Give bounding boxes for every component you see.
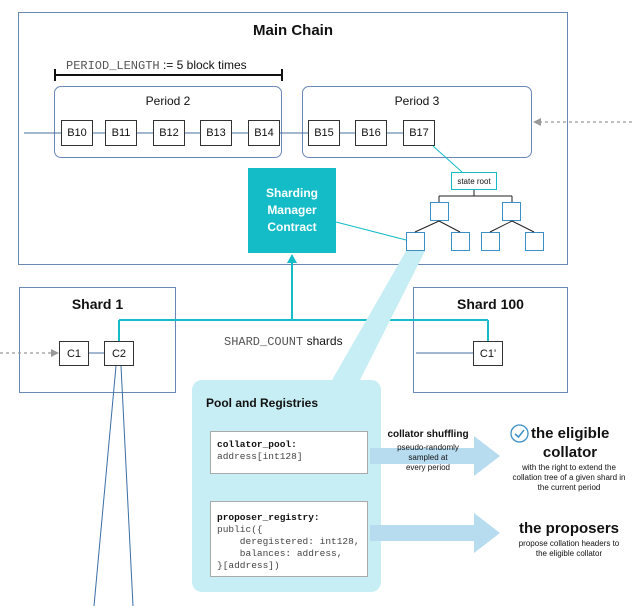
block-b11: B11: [105, 120, 137, 146]
period-3-label: Period 3: [394, 94, 440, 108]
shard-1-title: Shard 1: [71, 296, 124, 312]
proposers-title: the proposers: [518, 520, 620, 537]
pool-registries-title: Pool and Registries: [206, 396, 319, 410]
block-b14: B14: [248, 120, 280, 146]
collator-shuffling-desc: pseudo-randomly: [397, 443, 459, 452]
proposer-registry-card: proposer_registry: public({ deregistered…: [210, 501, 368, 577]
eligible-collator-title-1: the eligible: [531, 425, 610, 442]
shard-count-label: SHARD_COUNT shards: [224, 334, 343, 349]
block-b13: B13: [200, 120, 232, 146]
shard-100-panel: [413, 287, 568, 393]
tree-node-l1b: [502, 202, 521, 221]
sharding-manager-contract: Sharding Manager Contract: [248, 168, 336, 253]
tree-node-l1a: [430, 202, 449, 221]
tree-leaf-3: [481, 232, 500, 251]
shard-100-title: Shard 100: [457, 296, 524, 312]
state-root-node: state root: [451, 172, 497, 190]
collator-pool-card: collator_pool: address[int128]: [210, 431, 368, 474]
block-b10: B10: [61, 120, 93, 146]
block-c1: C1: [59, 341, 89, 366]
state-root-label: state root: [457, 176, 491, 186]
shard-count-code: SHARD_COUNT: [224, 335, 304, 349]
period-length-label: PERIOD_LENGTH := 5 block times: [66, 58, 247, 73]
shard-count-text: shards: [306, 334, 343, 348]
collator-shuffling-desc: every period: [405, 463, 451, 472]
smc-label: Sharding Manager Contract: [265, 186, 318, 234]
eligible-collator-title-2: collator: [542, 444, 598, 461]
proposer-registry-name: proposer_registry:: [217, 512, 320, 523]
period-2-label: Period 2: [145, 94, 191, 108]
collator-shuffling-title: collator shuffling: [387, 429, 469, 440]
proposers-desc: the eligible collator: [535, 549, 603, 558]
tree-leaf-2: [451, 232, 470, 251]
main-chain-title: Main Chain: [252, 22, 333, 39]
collator-pool-name: collator_pool:: [217, 439, 297, 450]
proposer-registry-line: }[address]): [217, 560, 280, 571]
block-b15: B15: [308, 120, 340, 146]
tree-leaf-1: [406, 232, 425, 251]
proposers-desc: propose collation headers to: [518, 539, 620, 548]
tree-leaf-4: [525, 232, 544, 251]
proposer-registry-line: public({: [217, 524, 263, 535]
period-length-text: := 5 block times: [162, 58, 247, 72]
block-b16: B16: [355, 120, 387, 146]
block-c2: C2: [104, 341, 134, 366]
shard-1-panel: [19, 287, 176, 393]
block-c1-prime: C1': [473, 341, 503, 366]
collator-pool-type: address[int128]: [217, 451, 303, 462]
proposer-registry-line: deregistered: int128,: [217, 536, 360, 547]
collator-shuffling-desc: sampled at: [408, 453, 448, 462]
eligible-collator-desc: with the right to extend the: [522, 463, 616, 472]
eligible-collator-desc: collation tree of a given shard in: [512, 473, 626, 482]
period-length-code: PERIOD_LENGTH: [66, 59, 160, 73]
proposer-registry-line: balances: address,: [217, 548, 343, 559]
block-b17: B17: [403, 120, 435, 146]
eligible-collator-desc: the current period: [537, 483, 601, 492]
block-b12: B12: [153, 120, 185, 146]
check-circle-icon: [510, 424, 529, 443]
